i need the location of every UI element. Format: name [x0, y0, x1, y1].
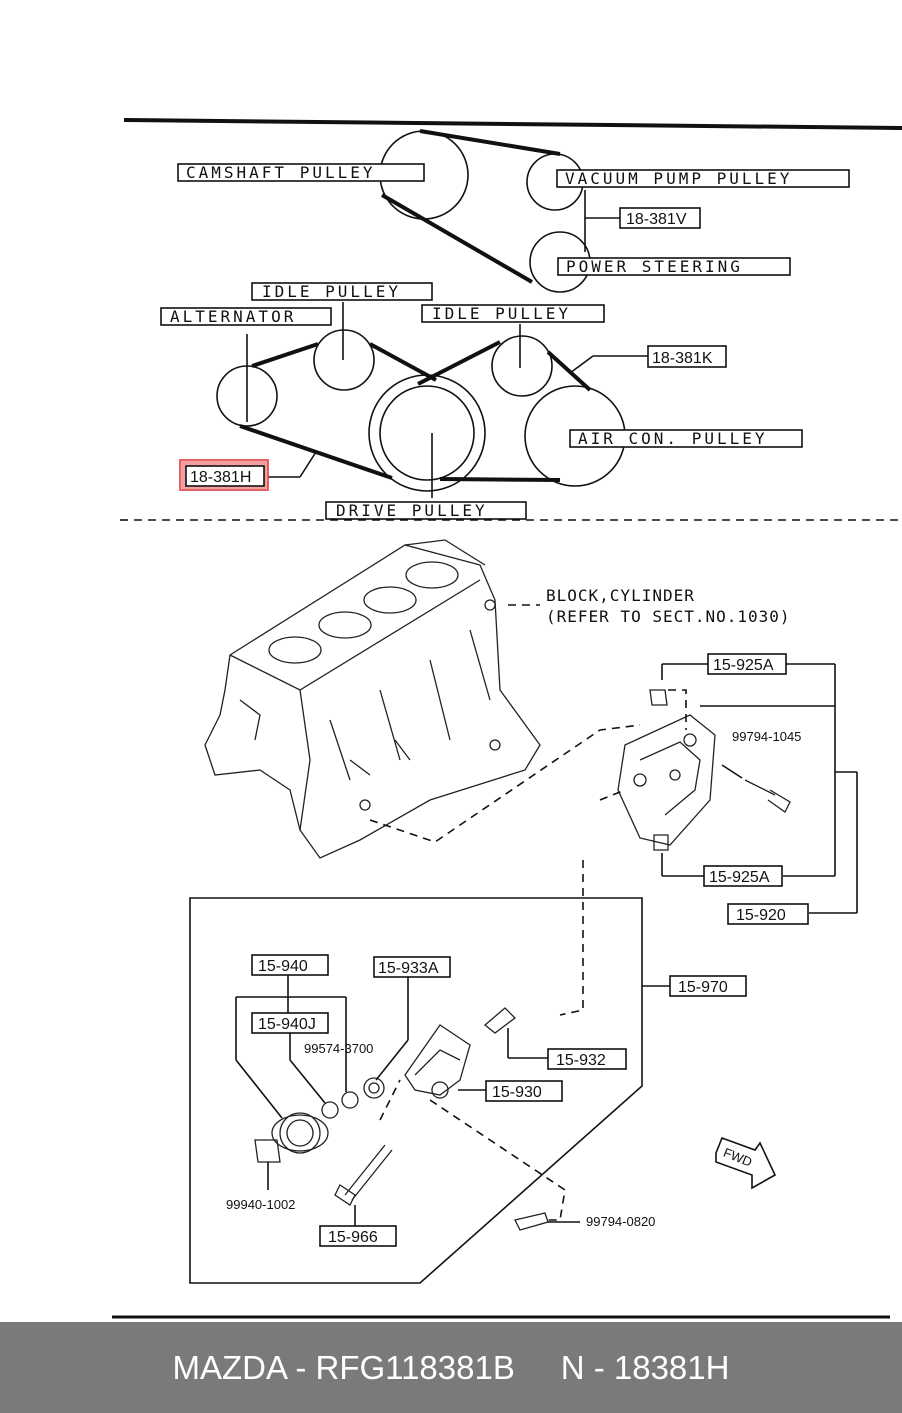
part-15-940[interactable]: 15-940 — [258, 958, 308, 975]
part-99574-3700[interactable]: 99574-3700 — [304, 1041, 373, 1056]
drive-pulley-inner — [379, 385, 475, 481]
fwd-arrow-icon: FWD — [715, 1136, 777, 1190]
part-18-381v: 18-381V — [626, 211, 687, 228]
parts-diagram: FWD CAMSHAFT PULLEY VACUUM PUMP PULLEY 1… — [112, 118, 902, 1319]
camshaft-pulley-label: CAMSHAFT PULLEY — [186, 163, 376, 182]
refer-sect-label: (REFER TO SECT.NO.1030) — [546, 607, 791, 626]
part-15-940j[interactable]: 15-940J — [258, 1016, 316, 1033]
idle-pulley-right-shape — [491, 335, 553, 397]
block-cylinder-label: BLOCK,CYLINDER — [546, 586, 695, 605]
alternator-label: ALTERNATOR — [170, 307, 296, 326]
part-15-966[interactable]: 15-966 — [328, 1229, 378, 1246]
cylinder-block-drawing — [204, 539, 641, 859]
lower-belt-system — [216, 302, 650, 498]
part-99794-0820[interactable]: 99794-0820 — [586, 1214, 655, 1229]
footer-bar: MAZDA - RFG118381B N - 18381H — [0, 1322, 902, 1413]
part-18-381h[interactable]: 18-381H — [190, 469, 251, 486]
part-15-930[interactable]: 15-930 — [492, 1084, 542, 1101]
part-15-925a-top[interactable]: 15-925A — [713, 657, 774, 674]
vacuum-pump-pulley-label: VACUUM PUMP PULLEY — [565, 169, 792, 188]
part-15-925a-bottom[interactable]: 15-925A — [709, 869, 770, 886]
idle-pulley-left-label: IDLE PULLEY — [262, 282, 401, 301]
drive-pulley-label: DRIVE PULLEY — [336, 501, 488, 520]
air-con-pulley-label: AIR CON. PULLEY — [578, 429, 768, 448]
part-15-970[interactable]: 15-970 — [678, 979, 728, 996]
part-15-933a[interactable]: 15-933A — [378, 960, 439, 977]
top-rule — [123, 118, 902, 130]
idle-pulley-right-label: IDLE PULLEY — [432, 304, 571, 323]
part-99794-1045[interactable]: 99794-1045 — [732, 729, 801, 744]
bracket-assembly — [559, 663, 858, 1016]
footer-part-number: MAZDA - RFG118381B N - 18381H — [172, 1348, 730, 1386]
part-15-932[interactable]: 15-932 — [556, 1052, 606, 1069]
part-99940-1002[interactable]: 99940-1002 — [226, 1197, 295, 1212]
power-steering-label: POWER STEERING — [566, 257, 743, 276]
part-15-920[interactable]: 15-920 — [736, 907, 786, 924]
drive-pulley-outer — [368, 374, 486, 492]
idle-pulley-left-shape — [313, 329, 375, 391]
tensioner-detail — [189, 897, 670, 1284]
part-18-381k: 18-381K — [652, 350, 713, 367]
